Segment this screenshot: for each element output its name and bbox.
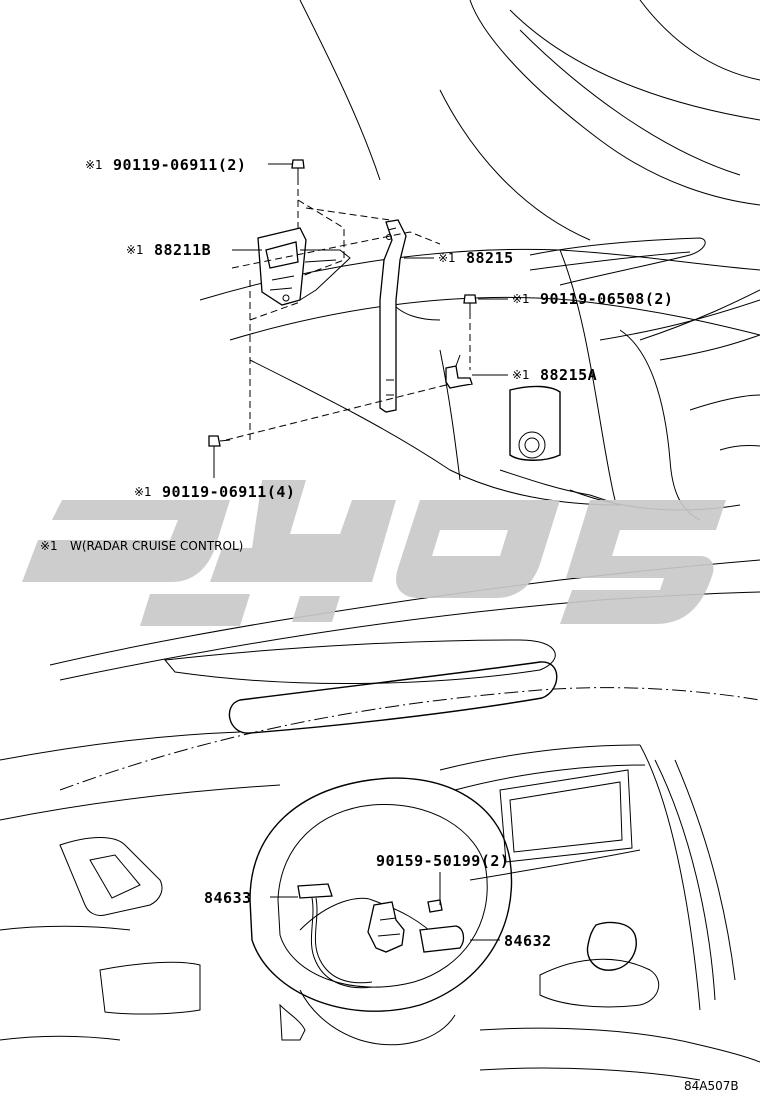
bolts [208,159,477,447]
callout-mark-bracket-arm: ※1 [438,251,456,265]
note-text: W(RADAR CRUISE CONTROL) [70,539,243,553]
diagram-reference-code: 84A507B [684,1079,739,1093]
callout-mark-sensor-bracket: ※1 [126,243,144,257]
callout-switch-right: 84632 [504,932,552,950]
note-mark: ※1 [40,539,58,553]
callout-mark-bolt-top: ※1 [85,158,103,172]
front-bumper-illustration [199,0,760,521]
bracket-arm [379,219,407,413]
small-bracket [445,354,473,389]
cruise-control-switches [297,883,465,989]
callout-mark-bolt-bottom: ※1 [134,485,152,499]
callout-mark-bolt-right: ※1 [512,292,530,306]
dashboard-illustration [0,559,760,1081]
callout-bolt-right: 90119-06508(2) [540,290,673,308]
callout-bracket-small: 88215A [540,366,597,384]
watermark-logo [22,480,726,626]
steering-wheel [249,777,513,1046]
leader-lines [213,163,508,941]
radar-sensor-bracket-assembly [257,227,351,306]
callout-bolt-top: 90119-06911(2) [113,156,246,174]
callout-bolt-bottom: 90119-06911(4) [162,483,295,501]
callout-screw-switch: 90159-50199(2) [376,852,509,870]
callout-mark-bracket-small: ※1 [512,368,530,382]
callout-sensor-bracket: 88211B [154,241,211,259]
assembly-guide-lines [225,178,471,441]
callout-bracket-arm: 88215 [466,249,514,267]
callout-switch-left: 84633 [204,889,252,907]
